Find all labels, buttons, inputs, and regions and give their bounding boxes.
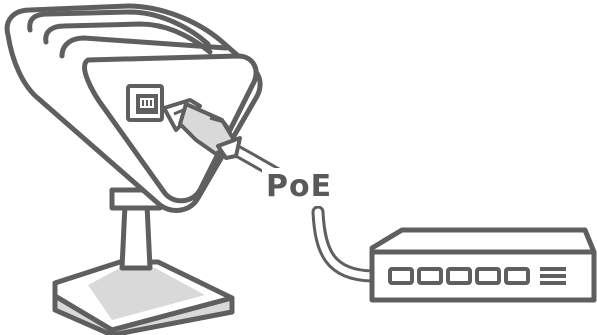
- switch-ports: [388, 267, 530, 285]
- camera-body-icon: [4, 3, 263, 213]
- rj45-plug-icon: [162, 98, 242, 160]
- switch-status-lines: [540, 267, 566, 285]
- network-switch-icon: [369, 227, 597, 303]
- poe-label: PoE: [262, 168, 337, 206]
- camera-stand-icon: [52, 187, 235, 335]
